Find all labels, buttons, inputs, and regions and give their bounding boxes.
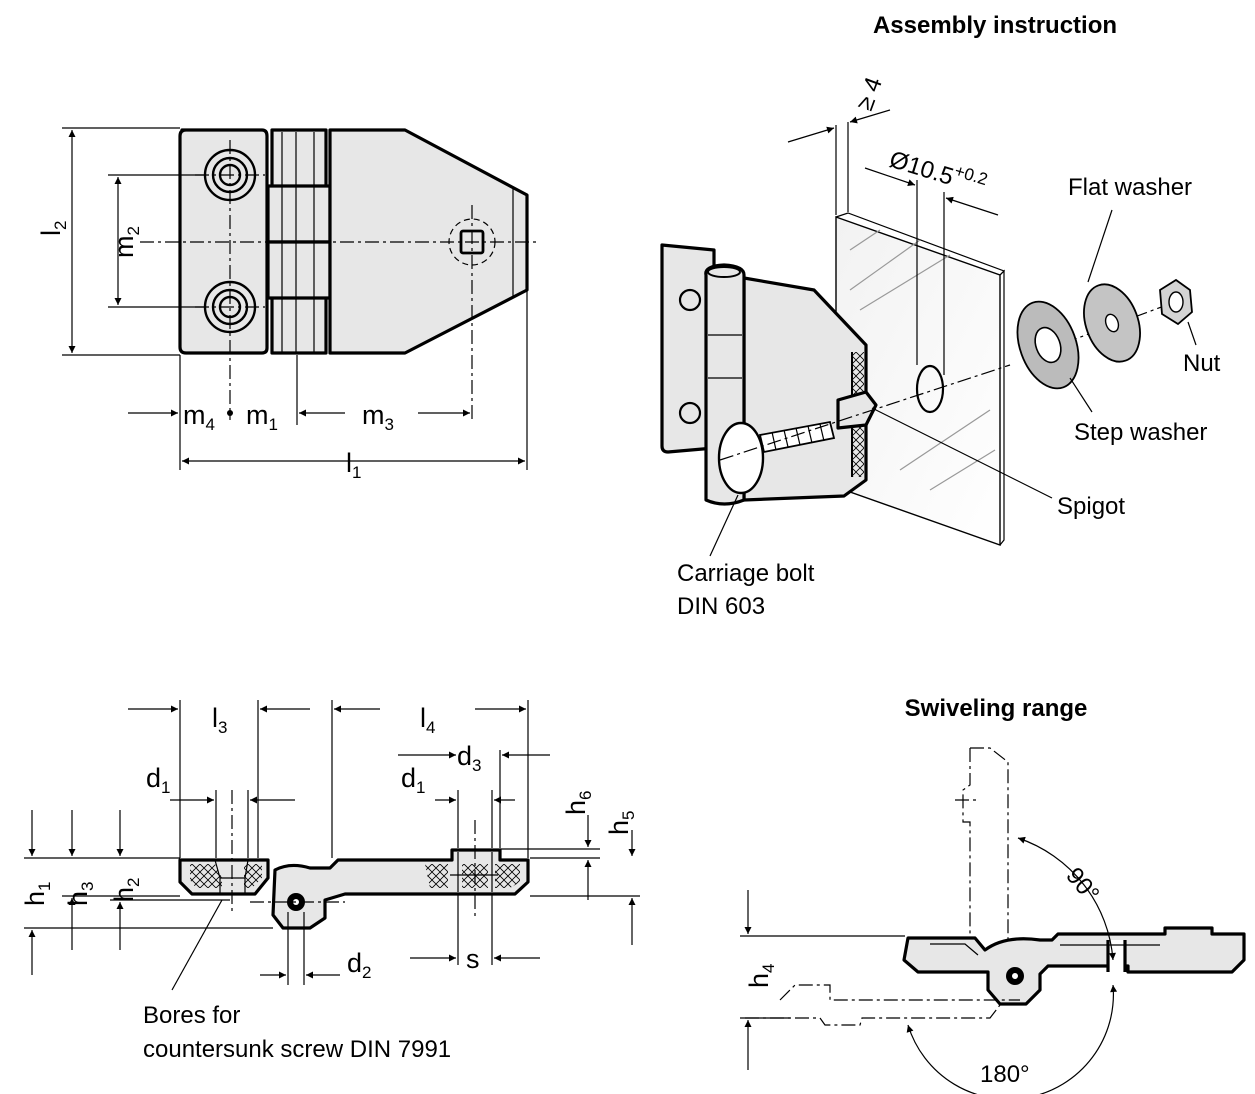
svg-text:l3: l3	[212, 703, 227, 737]
dim-ge4: ≥ 4	[851, 74, 888, 114]
label-spigot: Spigot	[1057, 493, 1125, 520]
dim-h6: h	[561, 800, 591, 815]
label-bores-screw: countersunk screw DIN 7991	[143, 1036, 451, 1063]
dim-l1: l	[346, 448, 352, 478]
svg-text:d1: d1	[401, 763, 426, 797]
assembly-spigot	[836, 390, 878, 430]
dim-m1: m	[246, 400, 269, 430]
dim-h5: h	[604, 820, 634, 835]
glass-bore	[915, 364, 945, 414]
section-dimension-labels: l3 l4 d1 d1 d3 d2 s h1 h3 h2 h6 h5 Bores…	[20, 703, 638, 1063]
svg-text:h4: h4	[744, 964, 778, 989]
svg-text:d2: d2	[347, 948, 372, 982]
dim-l4: l	[420, 703, 426, 733]
dim-d1-left: d	[146, 763, 161, 793]
dim-bore-tol: +0.2	[952, 161, 990, 189]
svg-text:Ø10.5+0.2: Ø10.5+0.2	[886, 142, 990, 201]
swivel-labels: h4 90° 180°	[744, 863, 1104, 1088]
dim-h1: h	[20, 891, 50, 906]
svg-text:h1: h1	[20, 882, 54, 907]
svg-text:m4: m4	[183, 400, 215, 434]
section-knuckle-right-leaf	[271, 848, 530, 930]
angle-180: 180°	[980, 1061, 1030, 1088]
svg-text:l1: l1	[346, 448, 361, 482]
swivel-phantom-180	[745, 984, 1020, 1026]
label-carriage-bolt-din: DIN 603	[677, 593, 765, 620]
label-nut: Nut	[1183, 350, 1221, 377]
svg-text:h2: h2	[109, 878, 143, 903]
swivel-heading: Swiveling range	[905, 695, 1088, 722]
dim-m4: m	[183, 400, 206, 430]
dim-bore: Ø10.5	[886, 146, 956, 191]
dim-d2: d	[347, 948, 362, 978]
swivel-hinge	[902, 926, 1246, 1006]
top-view-dimension-labels: l2 m2 m4 m1 m3 l1	[36, 221, 394, 482]
assembly-carriage-bolt	[717, 420, 836, 495]
dim-s: s	[466, 944, 480, 974]
top-view-knuckle-upper	[266, 184, 332, 244]
svg-text:l4: l4	[420, 703, 435, 737]
svg-text:d3: d3	[457, 741, 482, 775]
assembly-step-washer	[1016, 300, 1080, 390]
arc-90	[1017, 836, 1116, 961]
svg-text:d1: d1	[146, 763, 171, 797]
assembly-heading: Assembly instruction	[873, 12, 1117, 39]
label-carriage-bolt: Carriage bolt	[677, 560, 815, 587]
svg-text:l2: l2	[36, 221, 70, 236]
dim-d3: d	[457, 741, 472, 771]
angle-90: 90°	[1060, 863, 1104, 908]
assembly-hinge-left-leaf	[660, 243, 716, 454]
dim-m2: m	[109, 236, 139, 259]
label-bores: Bores for	[143, 1002, 240, 1029]
svg-text:h3: h3	[63, 882, 97, 907]
assembly-view	[660, 109, 1197, 557]
dim-h2: h	[109, 887, 139, 902]
label-step-washer: Step washer	[1074, 419, 1207, 446]
swivel-phantom-90	[962, 747, 1009, 940]
assembly-nut	[1159, 278, 1193, 326]
dim-h4: h	[744, 973, 774, 988]
arc-180	[906, 984, 1118, 1094]
section-view	[24, 700, 640, 991]
top-view	[62, 127, 540, 470]
assembly-flat-washer	[1083, 283, 1141, 363]
dim-m3: m	[362, 400, 385, 430]
label-flat-washer: Flat washer	[1068, 174, 1192, 201]
svg-text:h6: h6	[561, 791, 595, 816]
top-view-knuckle-lower	[266, 240, 332, 300]
dim-d1-right: d	[401, 763, 416, 793]
dim-h3: h	[63, 891, 93, 906]
svg-text:m1: m1	[246, 400, 278, 434]
dim-l3: l	[212, 703, 218, 733]
svg-text:h5: h5	[604, 811, 638, 836]
svg-text:m2: m2	[109, 226, 143, 258]
svg-text:m3: m3	[362, 400, 394, 434]
dim-l2: l	[36, 230, 66, 236]
swivel-view	[740, 747, 1246, 1094]
